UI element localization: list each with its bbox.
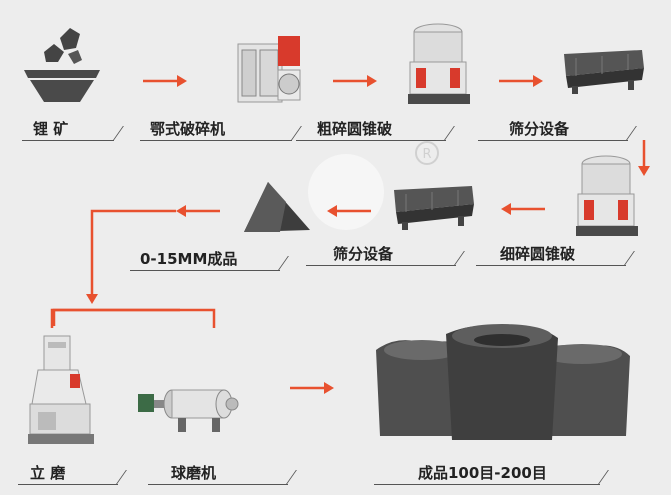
- ore-label: 锂 矿: [33, 120, 69, 138]
- screen-2-label: 筛分设备: [333, 245, 394, 263]
- svg-text:R: R: [422, 147, 431, 162]
- jaw-crusher-underline-slant: [291, 126, 302, 140]
- coarse-cone-underline: [296, 140, 446, 141]
- jaw-crusher-underline: [140, 140, 292, 141]
- vertical-mill-label: 立 磨: [30, 464, 66, 482]
- jaw-crusher-icon: [237, 36, 301, 103]
- fine-cone-underline: [476, 265, 626, 266]
- ball-mill-label: 球磨机: [171, 464, 217, 482]
- arrow-screen2-left: [176, 205, 220, 217]
- ball-mill-icon: [138, 389, 239, 432]
- ore-underline: [22, 140, 114, 141]
- screen-1-underline-slant: [626, 126, 637, 140]
- coarse-cone-label: 粗碎圆锥破: [317, 120, 393, 138]
- arrow-screen2-to-product: [327, 205, 371, 217]
- vertical-mill-underline-slant: [116, 470, 127, 484]
- coarse-cone-underline-slant: [444, 126, 455, 140]
- product-pile-icon: [244, 182, 310, 232]
- arrow-mills-to-final: [290, 382, 334, 394]
- arrow-fine-to-screen2: [501, 203, 545, 215]
- ore-underline-slant: [113, 126, 124, 140]
- ball-mill-underline-slant: [286, 470, 297, 484]
- product-final-label: 成品100目-200目: [418, 464, 547, 482]
- screen-2-underline: [306, 265, 456, 266]
- arrow-ore-to-jaw: [143, 75, 187, 87]
- screen-2-underline-slant: [454, 251, 465, 265]
- arrow-jaw-to-coarse: [333, 75, 377, 87]
- product-small-underline: [130, 270, 280, 271]
- ball-mill-underline: [148, 484, 288, 485]
- vertical-mill-underline: [18, 484, 118, 485]
- product-bags-icon: [376, 324, 630, 440]
- fine-cone-label: 细碎圆锥破: [500, 245, 576, 263]
- product-final-underline-slant: [598, 470, 609, 484]
- vertical-mill-icon: [28, 335, 94, 444]
- screen-1-label: 筛分设备: [509, 120, 570, 138]
- ore-icon: [24, 28, 100, 102]
- screen-1-underline: [478, 140, 628, 141]
- connector-bracket: [50, 308, 216, 328]
- jaw-crusher-label: 鄂式破碎机: [150, 120, 226, 138]
- product-small-underline-slant: [278, 256, 289, 270]
- fine-cone-crusher-icon: [576, 155, 638, 236]
- fine-cone-underline-slant: [624, 251, 635, 265]
- arrow-coarse-to-screen1: [499, 75, 543, 87]
- screen-1-icon: [564, 50, 644, 94]
- coarse-cone-crusher-icon: [408, 23, 470, 104]
- watermark-icon: R: [415, 141, 439, 165]
- product-final-underline: [374, 484, 600, 485]
- product-small-label: 0-15MM成品: [140, 250, 238, 268]
- screen-2-icon: [394, 186, 474, 230]
- arrow-screen1-to-fine: [638, 140, 650, 176]
